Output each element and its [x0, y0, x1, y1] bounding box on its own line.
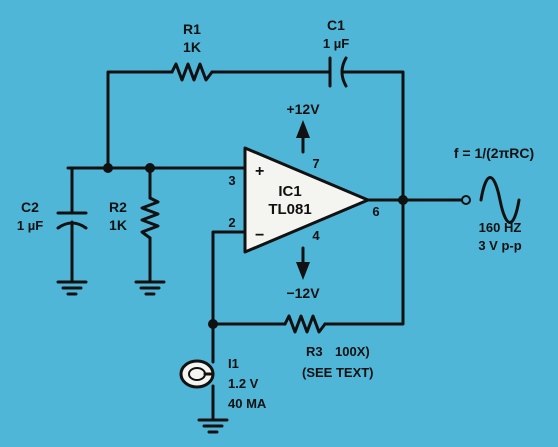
- resistor-r2: [140, 196, 160, 240]
- supply-pos-label: +12V: [286, 101, 320, 117]
- pin-7-label: 7: [312, 156, 319, 171]
- supply-pos-arrow-icon: [296, 120, 310, 138]
- r2-value: 1K: [109, 217, 127, 233]
- ic1-part: TL081: [268, 201, 311, 218]
- ground-icon: [134, 280, 166, 296]
- r1-value: 1K: [183, 39, 201, 55]
- c1-name: C1: [327, 17, 345, 33]
- c2-value: 1 µF: [17, 218, 43, 233]
- capacitor-c2: [56, 211, 88, 230]
- sine-wave-icon: [479, 176, 521, 224]
- pin-6-label: 6: [372, 204, 379, 219]
- r3-name: R3: [306, 344, 323, 359]
- r1-name: R1: [183, 21, 201, 37]
- r3-value: 100X): [335, 344, 370, 359]
- i1-voltage: 1.2 V: [228, 376, 259, 391]
- r3-note: (SEE TEXT): [302, 365, 374, 380]
- c2-name: C2: [21, 199, 39, 215]
- opamp-minus: −: [255, 227, 264, 244]
- resistor-r3: [283, 314, 327, 334]
- junction-dot: [145, 163, 155, 173]
- frequency-formula: f = 1/(2πRC): [454, 145, 534, 161]
- ground-icon: [56, 280, 88, 296]
- ground-icon: [197, 418, 229, 434]
- i1-current: 40 MA: [228, 396, 267, 411]
- junction-dot: [398, 195, 408, 205]
- junction-dots: [103, 163, 408, 329]
- lamp-icon: [179, 359, 215, 389]
- supply-neg-label: −12V: [286, 285, 320, 301]
- pin-3-label: 3: [228, 173, 235, 188]
- ic1-name: IC1: [278, 183, 301, 200]
- opamp-plus: +: [255, 163, 264, 180]
- capacitor-c1: [328, 56, 348, 88]
- opamp-triangle: [243, 146, 370, 254]
- junction-dot: [103, 163, 113, 173]
- output-frequency: 160 HZ: [479, 220, 522, 235]
- junction-dot: [208, 319, 218, 329]
- pin-4-label: 4: [312, 228, 320, 243]
- supply-neg-arrow-icon: [296, 262, 310, 280]
- output-terminal: [461, 195, 471, 205]
- wires: [66, 70, 464, 422]
- i1-name: I1: [228, 356, 239, 371]
- pin-2-label: 2: [228, 215, 235, 230]
- c1-value: 1 µF: [323, 36, 349, 51]
- r2-name: R2: [109, 199, 127, 215]
- resistor-r1: [170, 62, 214, 82]
- output-amplitude: 3 V p-p: [478, 238, 521, 253]
